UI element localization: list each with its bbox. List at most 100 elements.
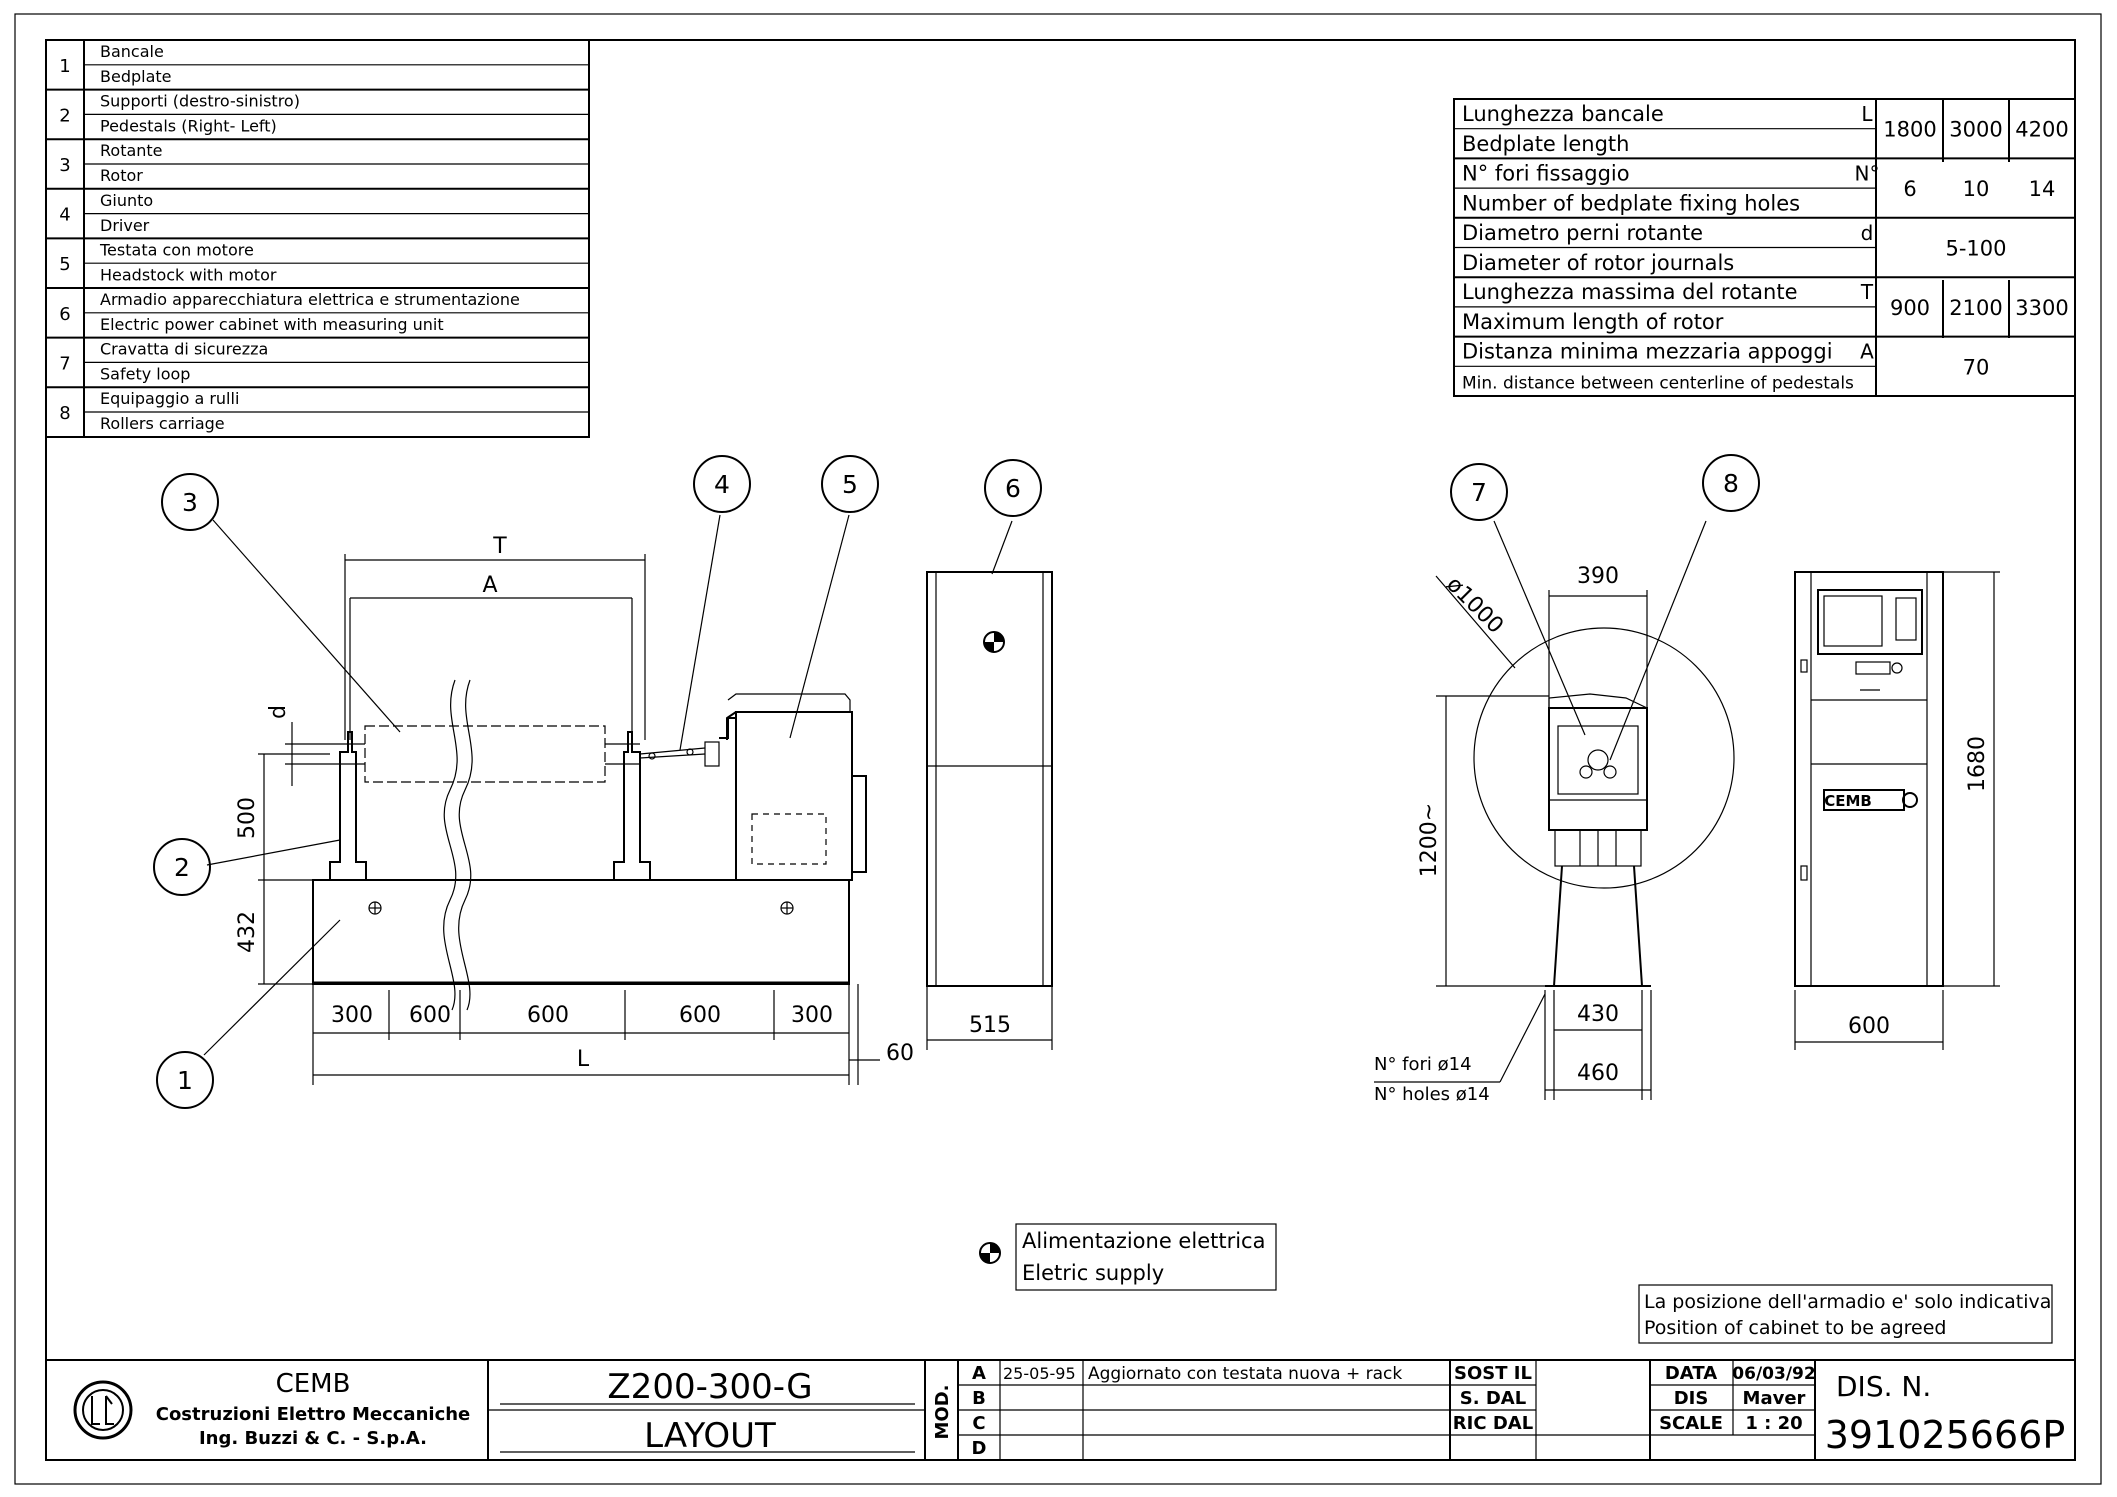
drawing-code: Z200-300-G xyxy=(607,1367,812,1407)
part-name-it: Cravatta di sicurezza xyxy=(100,340,268,359)
callout-circle-5 xyxy=(821,455,879,513)
revision-letter: B xyxy=(972,1388,986,1409)
dim-300-right: 300 xyxy=(791,1003,833,1028)
spec-label-en: Maximum length of rotor xyxy=(1462,310,1724,334)
spec-label-it: N° fori fissaggio xyxy=(1462,161,1630,185)
scale-value: 1 : 20 xyxy=(1745,1413,1802,1434)
inner-frame xyxy=(45,39,2076,1461)
data-value: 06/03/92 xyxy=(1732,1364,1815,1384)
legend-en: Eletric supply xyxy=(1022,1261,1164,1285)
part-number: 5 xyxy=(59,254,70,275)
swing-diameter xyxy=(1473,627,1735,889)
company-line2: Costruzioni Elettro Meccaniche xyxy=(156,1404,471,1425)
dim-430: 430 xyxy=(1577,1002,1619,1027)
callout-circle-1 xyxy=(156,1051,214,1109)
callout-number: 2 xyxy=(174,853,190,882)
dim-500: 500 xyxy=(235,797,260,839)
spec-label-it: Diametro perni rotante xyxy=(1462,221,1703,245)
dis-n-value: 391025666P xyxy=(1825,1413,2066,1457)
callout-circle-4 xyxy=(693,455,751,513)
part-name-en: Pedestals (Right- Left) xyxy=(100,117,277,136)
pedestal-right xyxy=(613,731,651,880)
revision-letter: D xyxy=(972,1438,987,1459)
dis-value: Maver xyxy=(1743,1388,1806,1409)
part-name-en: Rotor xyxy=(100,166,143,185)
part-number: 4 xyxy=(59,205,70,226)
pedestal-left xyxy=(329,731,367,880)
callout-number: 5 xyxy=(842,470,858,499)
part-number: 1 xyxy=(59,56,70,77)
spec-value: 900 xyxy=(1890,296,1930,320)
data-label: DATA xyxy=(1665,1363,1717,1384)
callout-number: 8 xyxy=(1723,469,1739,498)
callout-number: 7 xyxy=(1471,478,1487,507)
spec-symbol: N° xyxy=(1855,161,1880,185)
part-name-en: Rollers carriage xyxy=(100,414,225,433)
dis-n-label: DIS. N. xyxy=(1836,1370,1931,1403)
ric-dal: RIC DAL xyxy=(1453,1413,1533,1434)
leader-lines xyxy=(203,514,1707,1056)
part-name-it: Equipaggio a rulli xyxy=(100,389,239,408)
spec-value: 10 xyxy=(1963,177,1990,201)
part-name-en: Headstock with motor xyxy=(100,265,277,284)
part-name-it: Bancale xyxy=(100,42,164,61)
cabinet-side-view: 515 xyxy=(926,571,1053,1050)
part-number: 2 xyxy=(59,105,70,126)
part-name-it: Giunto xyxy=(100,191,153,210)
end-view: 390 ø1000 1200~ 430 460 N° fori ø14 N° h… xyxy=(1374,564,1735,1105)
dis-label: DIS xyxy=(1674,1388,1709,1409)
part-name-en: Safety loop xyxy=(100,365,190,384)
legend-it: Alimentazione elettrica xyxy=(1022,1229,1265,1253)
part-number: 8 xyxy=(59,403,70,424)
position-note-it: La posizione dell'armadio e' solo indica… xyxy=(1644,1291,2051,1313)
holes-note-en: N° holes ø14 xyxy=(1374,1084,1490,1105)
spec-value: 2100 xyxy=(1949,296,2002,320)
revision-letter: A xyxy=(972,1363,986,1384)
dim-300-left: 300 xyxy=(331,1003,373,1028)
callout-circle-3 xyxy=(161,473,219,531)
part-name-en: Driver xyxy=(100,216,150,235)
spec-symbol: d xyxy=(1861,221,1874,245)
callout-number: 6 xyxy=(1005,474,1021,503)
callout-circle-6 xyxy=(984,459,1042,517)
company-logo xyxy=(73,1380,133,1440)
dim-1680: 1680 xyxy=(1965,736,1990,792)
spec-value: 70 xyxy=(1963,355,1990,379)
dim-1200: 1200~ xyxy=(1417,803,1442,877)
company-name: CEMB xyxy=(276,1369,351,1399)
dim-600-3: 600 xyxy=(679,1003,721,1028)
part-name-it: Armadio apparecchiatura elettrica e stru… xyxy=(100,290,520,309)
front-dimensions: T A d 500 432 300 600 600 600 300 L 60 xyxy=(235,534,914,1085)
callout-circle-8 xyxy=(1702,454,1760,512)
cabinet-logo: CEMB xyxy=(1824,792,1872,810)
supply-symbol xyxy=(983,631,1005,653)
sost-il: SOST IL xyxy=(1454,1363,1532,1384)
dim-460: 460 xyxy=(1577,1061,1619,1086)
rotor xyxy=(364,725,606,783)
callout-number: 1 xyxy=(177,1066,193,1095)
spec-label-en: Min. distance between centerline of pede… xyxy=(1462,374,1854,394)
spec-value: 4200 xyxy=(2015,118,2068,142)
spec-value: 1800 xyxy=(1883,118,1936,142)
dim-dia1000: ø1000 xyxy=(1441,572,1508,639)
scale-label: SCALE xyxy=(1659,1413,1723,1434)
spec-value: 14 xyxy=(2029,177,2056,201)
callout-circle-7 xyxy=(1450,463,1508,521)
bedplate xyxy=(312,879,850,985)
legend-supply-symbol xyxy=(979,1242,1001,1264)
spec-label-en: Bedplate length xyxy=(1462,132,1629,156)
title-block: CEMB Costruzioni Elettro Meccaniche Ing.… xyxy=(46,1359,2075,1460)
part-name-en: Bedplate xyxy=(100,67,172,86)
company-line3: Ing. Buzzi & C. - S.p.A. xyxy=(199,1428,427,1449)
part-number: 3 xyxy=(59,155,70,176)
legend: Alimentazione elettrica Eletric supply xyxy=(979,1223,1277,1291)
spec-value: 6 xyxy=(1903,177,1916,201)
part-name-it: Supporti (destro-sinistro) xyxy=(100,92,300,111)
revision-desc: Aggiornato con testata nuova + rack xyxy=(1088,1364,1402,1384)
callout-number: 4 xyxy=(714,470,730,499)
spec-symbol: T xyxy=(1860,280,1874,304)
part-number: 7 xyxy=(59,353,70,374)
spec-label-en: Number of bedplate fixing holes xyxy=(1462,191,1800,215)
